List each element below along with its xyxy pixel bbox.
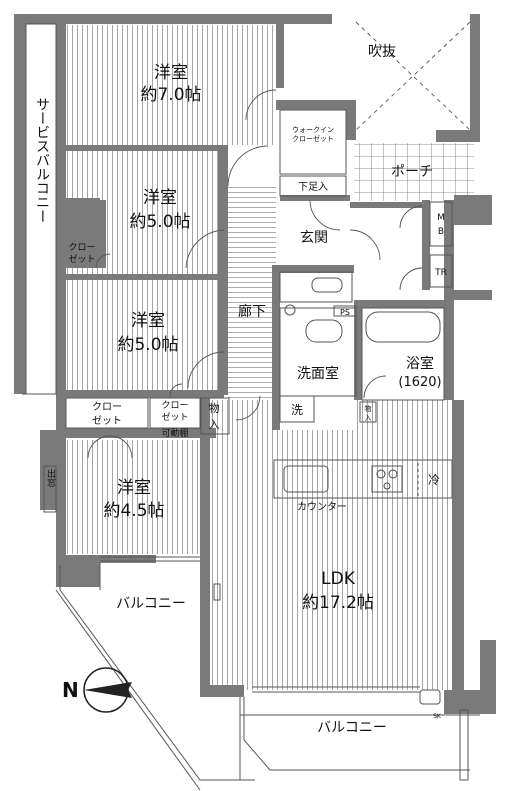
porch-label: ポーチ — [391, 164, 433, 180]
ps-label: PS — [340, 308, 350, 317]
room-ldk-name: LDK — [321, 569, 356, 589]
sk-label: SK — [433, 713, 442, 720]
counter-label: カウンター — [297, 501, 347, 513]
bay-window-label: 出窓 — [45, 468, 56, 487]
washer-label: 洗 — [291, 403, 303, 417]
closet-a-label-1: クロー — [92, 401, 122, 413]
room-western3-size: 約5.0帖 — [117, 335, 178, 355]
washroom-label: 洗面室 — [297, 365, 339, 382]
tr-label: TR — [434, 268, 447, 278]
void-lines — [355, 21, 471, 131]
room-western3-name: 洋室 — [131, 311, 165, 331]
entrance-label: 玄関 — [300, 229, 328, 246]
walkin-closet-label-2: クローゼット — [292, 134, 334, 143]
small-storage-label-2: 入 — [365, 414, 372, 422]
mb-label-1: M — [437, 213, 445, 223]
room-western4-size: 約4.5帖 — [103, 501, 164, 521]
compass-n-label: N — [62, 678, 79, 702]
balcony-west-label: バルコニー — [116, 596, 186, 612]
closet-side-label-2: ゼット — [68, 253, 95, 265]
bath-size: (1620) — [398, 375, 441, 390]
hatched-floors — [66, 25, 474, 690]
walls — [14, 14, 496, 714]
small-storage-label-1: 物 — [365, 404, 372, 413]
void-label: 吹抜 — [368, 44, 396, 60]
balcony-south-label: バルコニー — [317, 720, 387, 736]
closet-a-label-2: ゼット — [92, 415, 122, 427]
room-western2-name: 洋室 — [143, 188, 177, 208]
room-ldk-size: 約17.2帖 — [302, 593, 374, 613]
room-western4-name: 洋室 — [117, 478, 151, 498]
room-western1-name: 洋室 — [154, 63, 188, 83]
outlines — [22, 23, 480, 791]
fridge-label: 冷 — [428, 473, 440, 487]
compass: N — [62, 667, 132, 713]
room-western1-size: 約7.0帖 — [140, 85, 201, 105]
storage-label-2: 入 — [209, 418, 220, 431]
movable-shelf-label: 可動棚 — [161, 427, 188, 439]
service-balcony-label: サービスバルコニー — [34, 97, 50, 223]
windows — [100, 556, 420, 693]
shoe-storage-label: 下足入 — [298, 181, 328, 193]
service-balcony-text: サービスバルコニー — [34, 97, 50, 223]
door-swings — [87, 89, 423, 459]
walkin-closet-label-1: ウォークイン — [292, 126, 334, 134]
closet-side-label-1: クロー — [68, 242, 95, 253]
storage-label-1: 物 — [209, 401, 220, 415]
closet-b-label-2: ゼット — [161, 411, 188, 423]
room-western2-size: 約5.0帖 — [129, 212, 190, 232]
mb-label-2: B — [438, 227, 444, 237]
closet-b-label-1: クロー — [161, 400, 188, 411]
corridor-label: 廊下 — [238, 303, 266, 320]
stove-icon — [376, 469, 398, 490]
bath-name: 浴室 — [406, 355, 434, 372]
